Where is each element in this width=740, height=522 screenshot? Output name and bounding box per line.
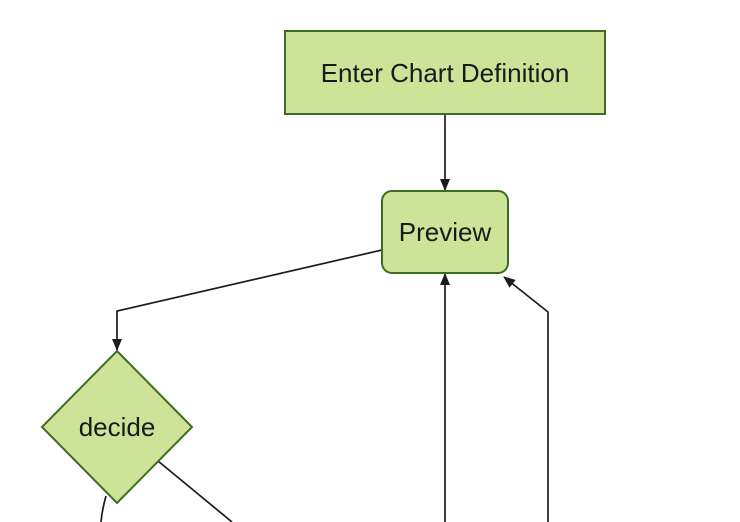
node-preview-shape	[381, 190, 509, 274]
edge-decide-to-offscreen-left	[100, 495, 107, 522]
edge-bottom-to-preview-2	[503, 276, 549, 522]
node-decide-label: decide	[79, 412, 156, 442]
node-enter-chart-definition-label: Enter Chart Definition	[321, 58, 570, 88]
edge-decide-to-offscreen-right	[157, 460, 233, 522]
node-preview-label: Preview	[399, 217, 492, 247]
node-decide-shape	[40, 349, 194, 505]
node-enter-chart-definition-shape	[284, 30, 606, 115]
node-preview: Preview	[381, 190, 509, 274]
edge-preview-to-decide	[112, 249, 383, 351]
node-enter-chart-definition: Enter Chart Definition	[284, 30, 606, 115]
node-decide: decide	[40, 349, 194, 505]
